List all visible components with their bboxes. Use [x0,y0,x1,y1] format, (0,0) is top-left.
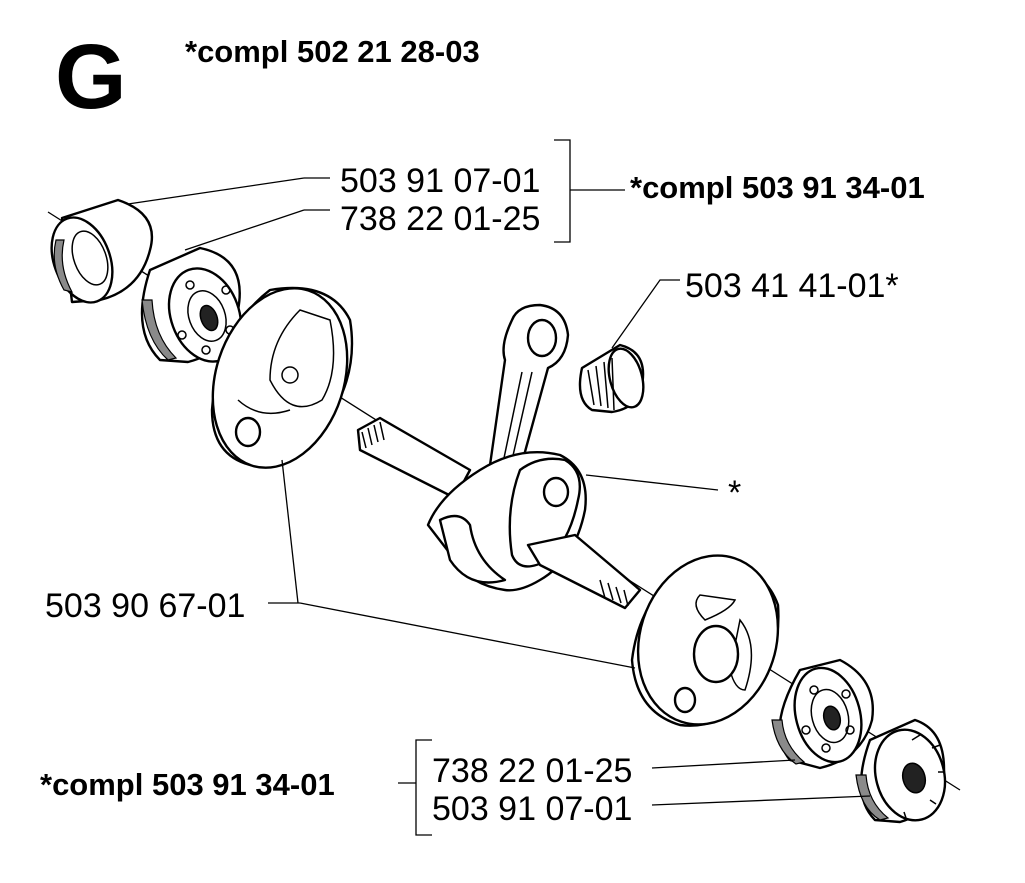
needle-bearing-leader [611,279,680,349]
crankshaft-leader [585,474,719,491]
crankshaft-right-stub [526,533,642,610]
upper-part-label-2: 738 22 01-25 [340,200,540,238]
left-oil-seal [50,198,154,304]
crankshaft-label: * [728,474,741,512]
crank-half-leaders [268,459,636,669]
section-letter: G [55,26,127,128]
lower-part-label-2: 503 91 07-01 [432,790,632,828]
lower-kit-label: *compl 503 91 34-01 [40,767,335,802]
connecting-rod [488,303,570,472]
crankshaft-left-stub [356,416,472,500]
needle-bearing [578,343,645,414]
upper-kit-label: *compl 503 91 34-01 [630,170,925,205]
assembly-label: *compl 502 21 28-03 [185,34,480,69]
upper-group-leaders [127,139,625,251]
lower-ball-bearing [771,658,874,770]
upper-crank-half [210,286,354,469]
lower-oil-seal [855,718,947,824]
left-ball-bearing [140,246,243,364]
lower-part-label-1: 738 22 01-25 [432,752,632,790]
needle-bearing-label: 503 41 41-01* [685,267,899,305]
lower-crank-half [630,554,780,727]
lower-group-leaders [398,739,871,836]
crank-half-label: 503 90 67-01 [45,587,245,625]
upper-part-label-1: 503 91 07-01 [340,162,540,200]
